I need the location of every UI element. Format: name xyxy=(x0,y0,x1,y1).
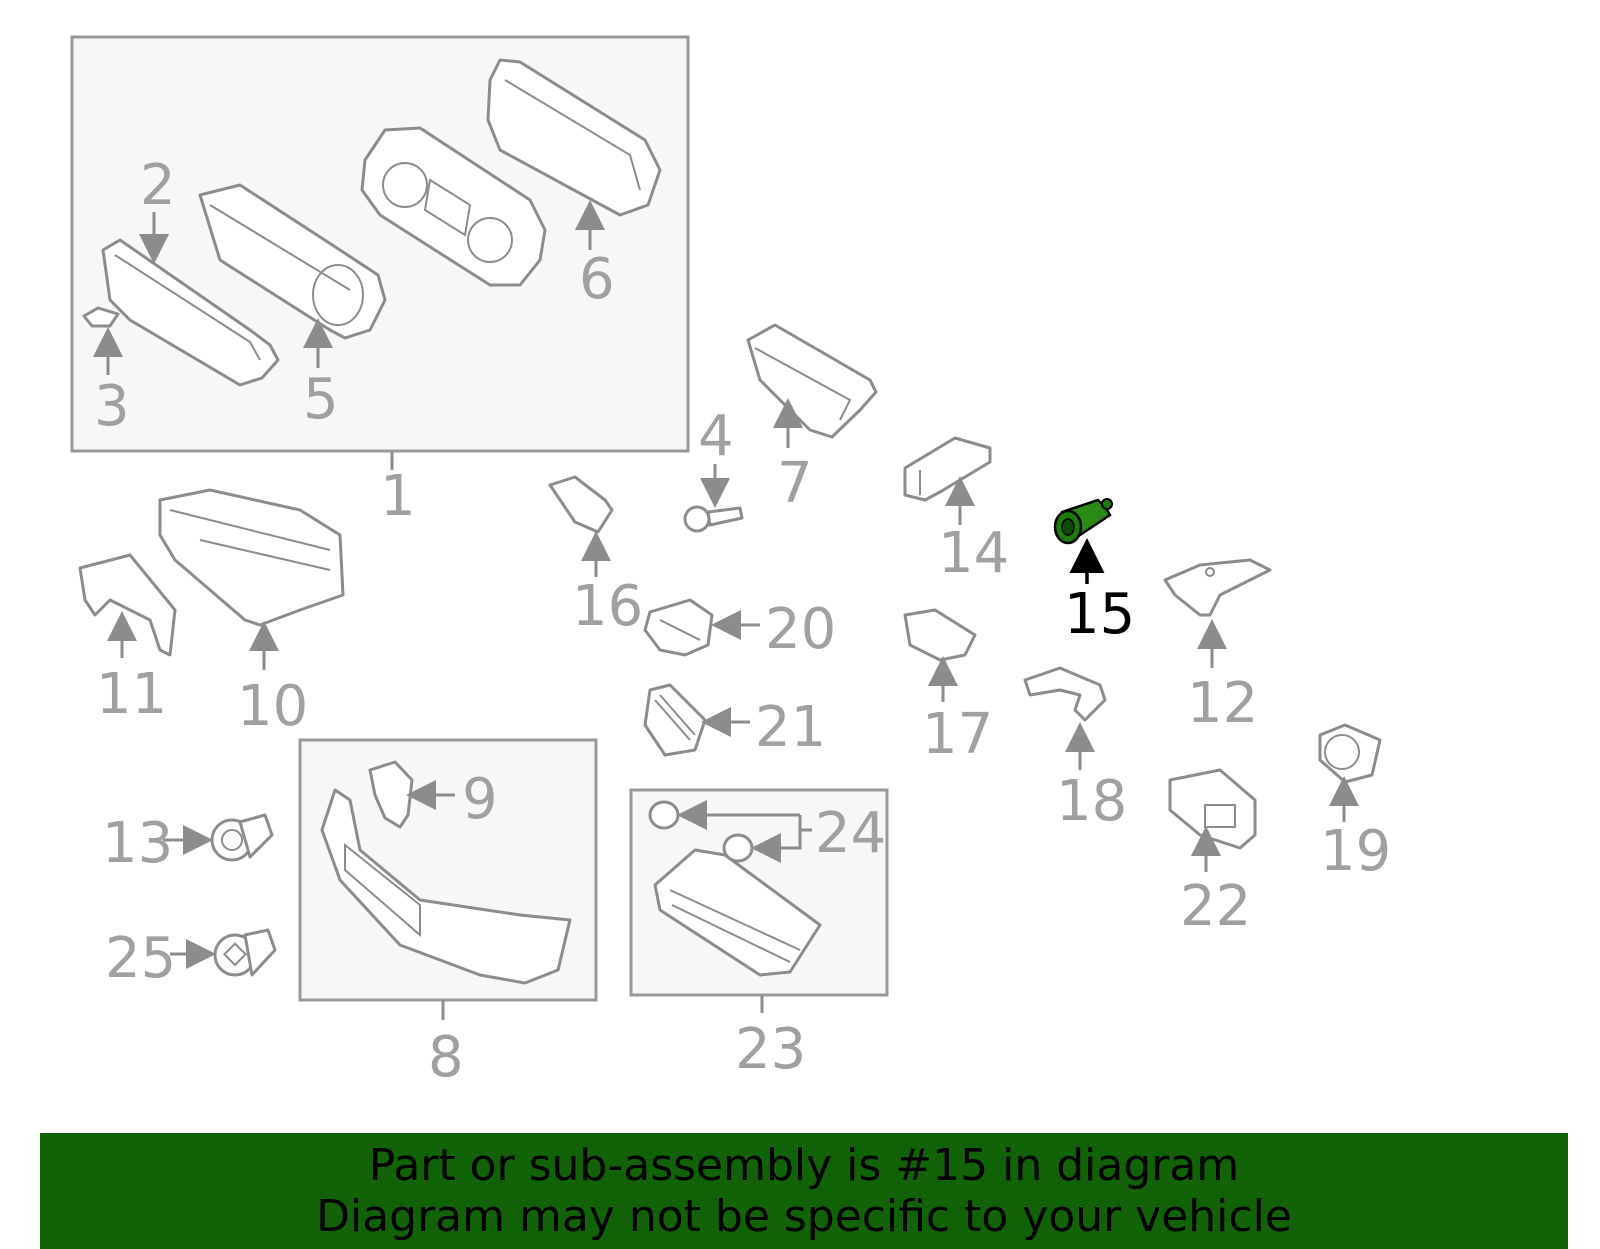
cover-part-12[interactable] xyxy=(1163,558,1272,617)
callout-19: 19 xyxy=(1320,819,1391,884)
clip-part-3[interactable] xyxy=(82,306,120,328)
gauge-housing-part[interactable] xyxy=(360,126,547,287)
switch-panel-part-7[interactable] xyxy=(746,323,878,439)
callout-20: 20 xyxy=(765,597,836,662)
callout-22: 22 xyxy=(1180,874,1251,939)
callout-12: 12 xyxy=(1187,671,1258,736)
info-banner: Part or sub-assembly is #15 in diagram D… xyxy=(40,1133,1568,1249)
callout-21: 21 xyxy=(755,695,826,760)
callout-18: 18 xyxy=(1056,769,1127,834)
cluster-bezel-part[interactable] xyxy=(101,238,280,387)
sensor-part-19[interactable] xyxy=(1318,723,1382,784)
control-module-part-10[interactable] xyxy=(158,488,345,627)
callout-11: 11 xyxy=(96,662,167,727)
screw-part-4[interactable] xyxy=(683,505,744,533)
banner-line-2: Diagram may not be specific to your vehi… xyxy=(316,1191,1292,1242)
callout-17: 17 xyxy=(922,702,993,767)
callout-5: 5 xyxy=(303,367,339,432)
callout-13: 13 xyxy=(102,811,173,876)
trim-part-23[interactable] xyxy=(653,848,822,977)
banner-line-1: Part or sub-assembly is #15 in diagram xyxy=(368,1140,1240,1191)
connector-part-14[interactable] xyxy=(903,436,992,502)
socket-part-13[interactable] xyxy=(210,813,274,862)
socket-part-25[interactable] xyxy=(213,928,277,977)
callout-2: 2 xyxy=(140,153,176,218)
connector-part-20[interactable] xyxy=(643,598,714,657)
bracket-part-18[interactable] xyxy=(1023,666,1107,722)
callout-4: 4 xyxy=(698,404,734,469)
callout-15-highlighted: 15 xyxy=(1064,582,1135,647)
cluster-lens-part[interactable] xyxy=(198,183,387,340)
trim-panel-part-8[interactable] xyxy=(320,788,572,985)
plug-part-24b[interactable] xyxy=(722,833,754,863)
vent-part-21[interactable] xyxy=(643,683,707,757)
bracket-part-11[interactable] xyxy=(78,553,177,657)
clip-part-16[interactable] xyxy=(548,475,614,534)
callout-6: 6 xyxy=(579,247,615,312)
callout-3: 3 xyxy=(94,374,130,439)
callout-8: 8 xyxy=(428,1025,464,1090)
callout-25: 25 xyxy=(105,926,176,991)
callout-7: 7 xyxy=(777,451,813,516)
plug-part-24a[interactable] xyxy=(648,800,680,830)
bracket-part-9[interactable] xyxy=(368,760,414,829)
callout-10: 10 xyxy=(237,674,308,739)
cluster-back-housing-part[interactable] xyxy=(486,58,662,217)
callout-24: 24 xyxy=(815,801,886,866)
callout-16: 16 xyxy=(572,574,643,639)
callout-1: 1 xyxy=(380,464,416,529)
bracket-part-17[interactable] xyxy=(903,608,977,662)
group-box-1 xyxy=(70,35,690,453)
leader-lines xyxy=(93,200,1359,969)
callout-23: 23 xyxy=(735,1017,806,1082)
callout-9: 9 xyxy=(462,767,498,832)
socket-part-15-highlighted[interactable] xyxy=(1053,498,1113,545)
callout-14: 14 xyxy=(938,521,1009,586)
sensor-part-22[interactable] xyxy=(1168,768,1257,850)
